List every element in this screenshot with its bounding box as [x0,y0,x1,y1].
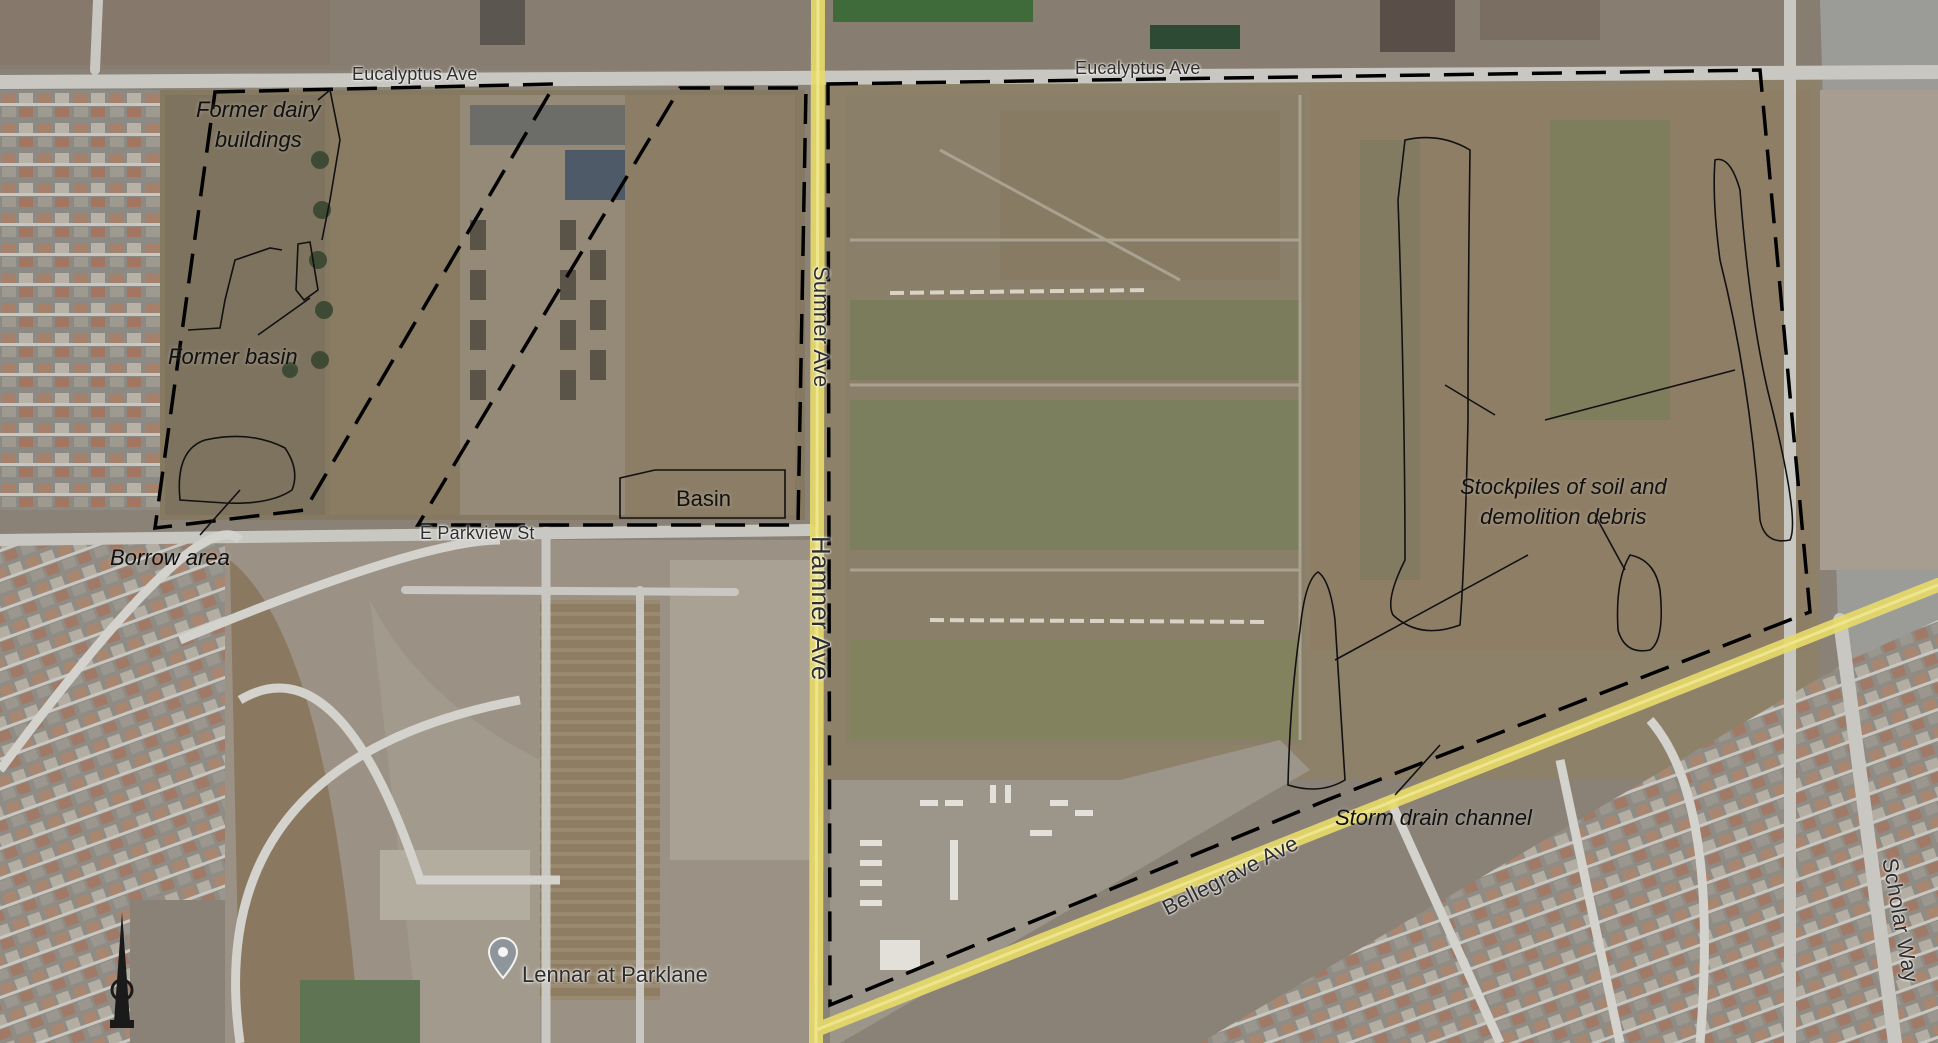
location-pin-icon [487,937,519,980]
annotation-former-dairy-line1: Former dairy [196,97,321,122]
annotation-former-dairy-line2: buildings [214,127,302,152]
annotation-stockpiles: Stockpiles of soil and demolition debris [1460,472,1667,532]
annotation-basin: Basin [676,486,732,511]
annotation-stockpiles-line2: demolition debris [1480,504,1647,529]
street-label-hamner: Hamner Ave [806,536,836,681]
annotation-former-dairy-buildings: Former dairy buildings [196,95,321,155]
annotation-outlines [178,88,1794,796]
north-arrow-icon [110,912,134,1028]
street-label-parkview: E Parkview St [420,523,535,543]
street-label-sumner: Sumner Ave [809,266,834,388]
street-label-eucalyptus-west: Eucalyptus Ave [352,64,478,84]
annotation-borrow-area: Borrow area [110,545,230,570]
poi-label-lennar[interactable]: Lennar at Parklane [522,962,708,987]
annotation-stockpiles-line1: Stockpiles of soil and [1460,474,1667,499]
annotation-storm-drain-channel: Storm drain channel [1335,805,1532,830]
street-label-eucalyptus-east: Eucalyptus Ave [1075,58,1201,78]
annotation-former-basin: Former basin [168,344,298,369]
project-boundary [152,68,1812,1008]
